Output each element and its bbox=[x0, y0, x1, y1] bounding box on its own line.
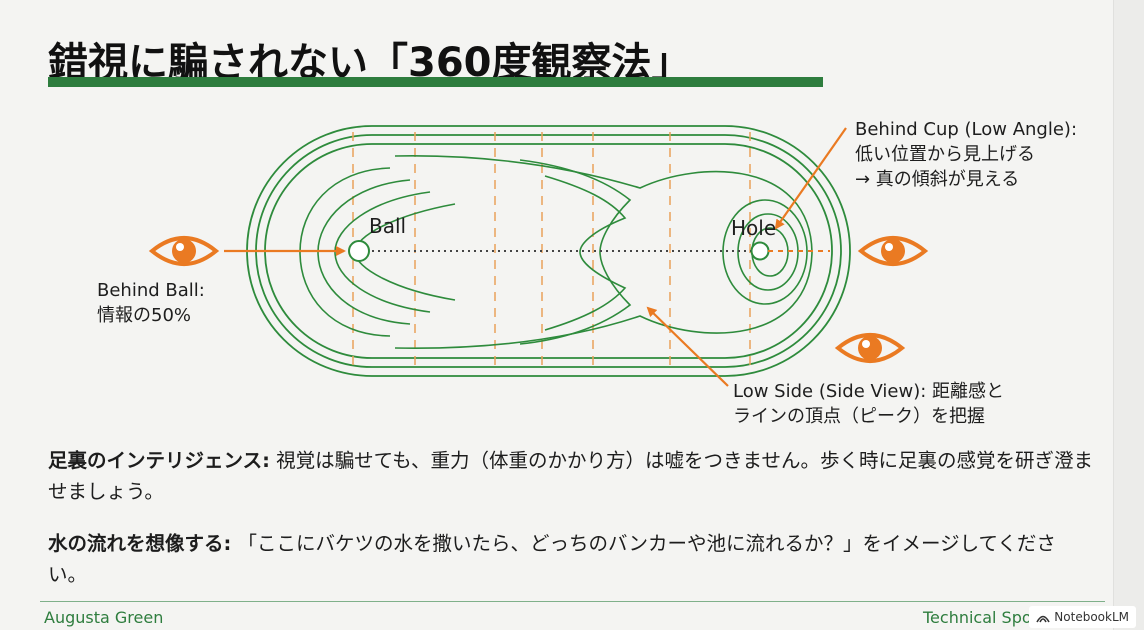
watermark-text: NotebookLM bbox=[1054, 610, 1129, 624]
behind-ball-detail: 情報の50% bbox=[97, 305, 192, 326]
behind-cup-arrow bbox=[774, 127, 847, 230]
footer-left: Augusta Green bbox=[44, 608, 164, 627]
low-side-detail: ラインの頂点（ピーク）を把握 bbox=[733, 406, 985, 427]
eye-icon bbox=[857, 236, 929, 266]
scrollbar-strip bbox=[1113, 0, 1144, 630]
ball-marker bbox=[348, 240, 370, 262]
low-side-title: Low Side (Side View): 距離感と bbox=[733, 381, 1005, 402]
paragraph-text: 「ここにバケツの水を撒いたら、どっちのバンカーや池に流れるか？」をイメージしてく… bbox=[48, 532, 1056, 586]
behind-cup-title: Behind Cup (Low Angle): bbox=[855, 119, 1078, 140]
notebooklm-icon bbox=[1036, 615, 1050, 623]
footer-divider bbox=[40, 601, 1105, 602]
behind-cup-label: Behind Cup (Low Angle): 低い位置から見上げる → 真の傾… bbox=[855, 117, 1077, 192]
title-underline bbox=[48, 77, 823, 87]
behind-ball-title: Behind Ball: bbox=[97, 280, 205, 301]
paragraph-heading: 水の流れを想像する: bbox=[48, 532, 232, 555]
low-side-label: Low Side (Side View): 距離感と ラインの頂点（ピーク）を把… bbox=[733, 379, 1004, 429]
low-side-arrow bbox=[646, 306, 729, 387]
behind-cup-result: → 真の傾斜が見える bbox=[855, 169, 1020, 190]
notebooklm-watermark: NotebookLM bbox=[1029, 606, 1136, 628]
paragraph-water-flow: 水の流れを想像する: 「ここにバケツの水を撒いたら、どっちのバンカーや池に流れる… bbox=[48, 528, 1093, 590]
paragraph-text: 視覚は騙せても、重力（体重のかかり方）は嘘をつきません。歩く時に足裏の感覚を研ぎ… bbox=[48, 449, 1093, 503]
paragraph-foot-intelligence: 足裏のインテリジェンス: 視覚は騙せても、重力（体重のかかり方）は嘘をつきません… bbox=[48, 445, 1093, 507]
eye-icon bbox=[834, 333, 906, 363]
ball-label: Ball bbox=[369, 214, 407, 238]
flow-contours bbox=[299, 155, 813, 349]
behind-cup-detail: 低い位置から見上げる bbox=[855, 144, 1035, 165]
behind-ball-label: Behind Ball: 情報の50% bbox=[97, 278, 205, 328]
hole-label: Hole bbox=[731, 216, 777, 240]
eye-icon bbox=[148, 236, 220, 266]
hole-marker bbox=[750, 241, 770, 261]
paragraph-heading: 足裏のインテリジェンス: bbox=[48, 449, 270, 472]
